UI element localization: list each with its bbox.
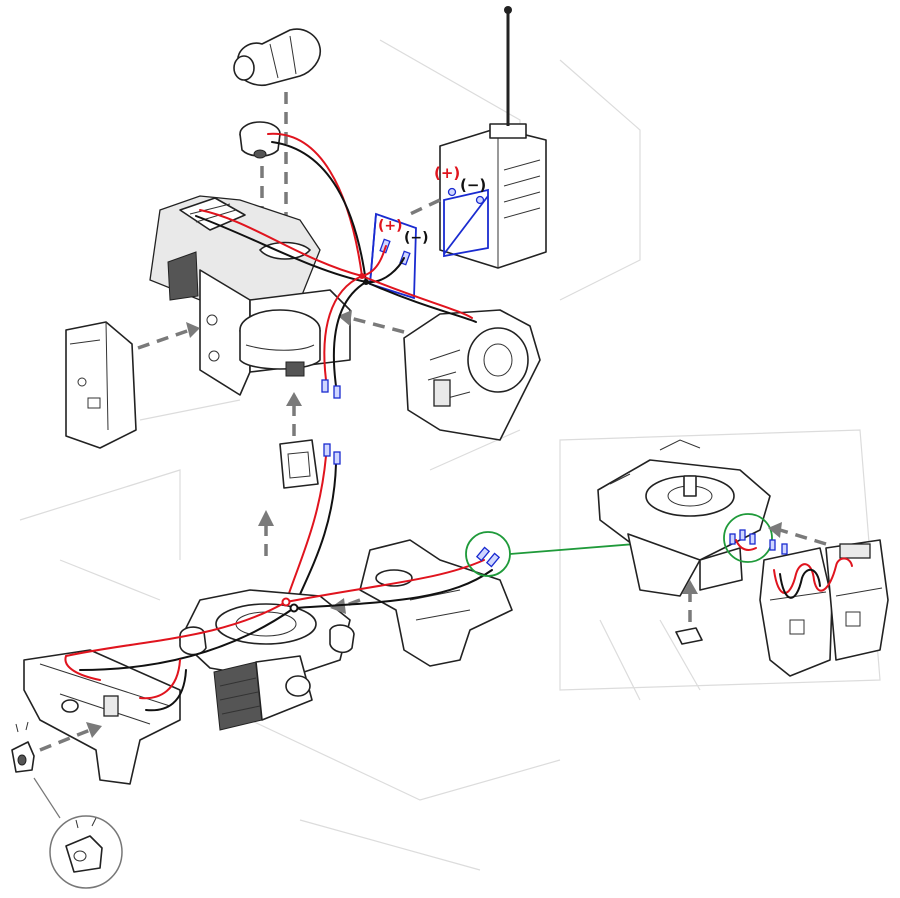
motor-block-part bbox=[213, 655, 313, 731]
right-connector-circle bbox=[723, 513, 773, 563]
clip-part bbox=[11, 721, 35, 773]
connector-plug-icon bbox=[321, 379, 341, 399]
background-ghost-lines bbox=[19, 39, 881, 871]
assembly-arrow-icon bbox=[409, 198, 441, 216]
battery-positive-label: (+) bbox=[434, 164, 460, 182]
right-detail-hub bbox=[597, 439, 771, 597]
knob-part bbox=[239, 121, 281, 159]
assembly-arrow-icon bbox=[258, 510, 274, 556]
assembly-arrow-icon bbox=[682, 522, 827, 622]
battery-terminal-plate bbox=[443, 187, 489, 258]
zoom-callout bbox=[33, 777, 123, 889]
left-arm-part bbox=[23, 649, 181, 785]
receiver-box-icon bbox=[439, 123, 547, 269]
connector-plug-icon bbox=[323, 443, 341, 465]
right-side-panels bbox=[759, 539, 889, 677]
antenna-icon bbox=[504, 6, 512, 126]
left-side-panel bbox=[65, 321, 137, 449]
right-gearbox-part bbox=[403, 309, 541, 441]
battery-negative-label: (−) bbox=[460, 176, 486, 194]
central-hub-assembly bbox=[149, 195, 351, 396]
small-clip-part bbox=[675, 627, 703, 645]
wiring-harness-lower bbox=[64, 559, 493, 712]
assembly-arrow-icon bbox=[137, 322, 200, 350]
terminal-positive-label: (+) bbox=[378, 218, 403, 234]
assembly-arrow-icon bbox=[286, 392, 302, 436]
assembly-arrow-icon bbox=[338, 310, 405, 334]
right-panel-wiring bbox=[769, 539, 853, 599]
small-bracket-part bbox=[279, 439, 319, 489]
assembly-arrow-icon bbox=[39, 722, 102, 752]
terminal-negative-label: (−) bbox=[404, 230, 429, 246]
top-cap-part bbox=[233, 28, 322, 87]
wiring-harness-top bbox=[195, 132, 477, 387]
lower-chassis bbox=[179, 589, 355, 681]
